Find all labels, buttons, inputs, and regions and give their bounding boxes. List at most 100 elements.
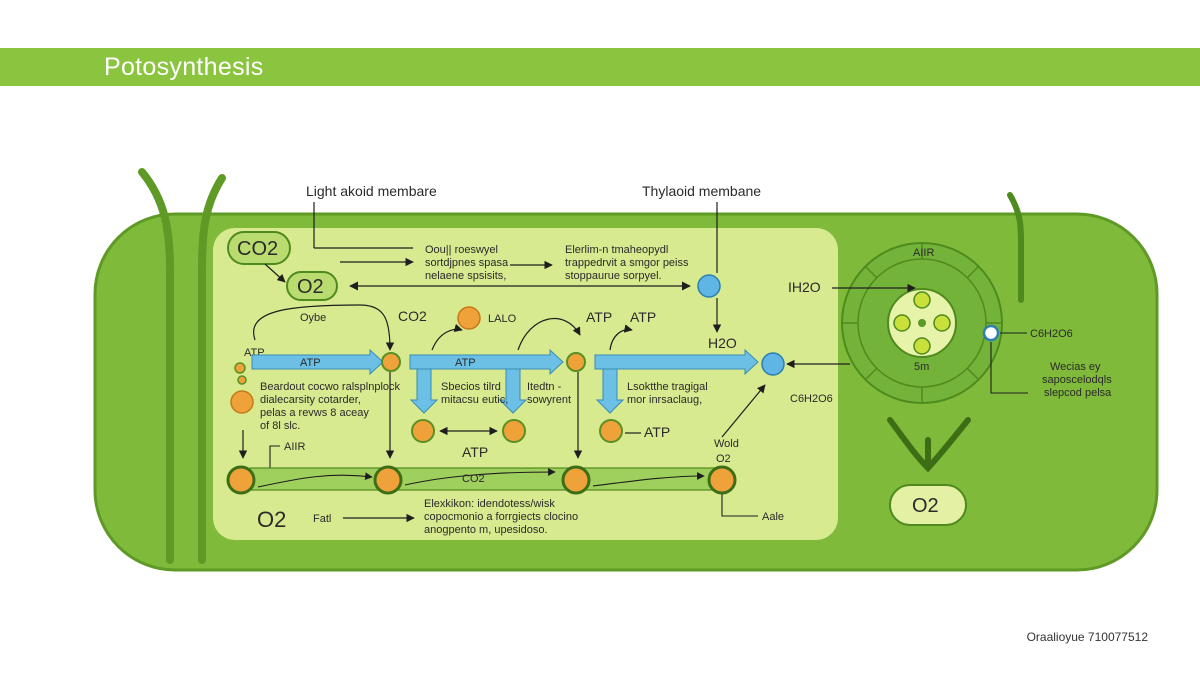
arrow-curve-3 xyxy=(609,324,633,351)
label-oybe: Oybe xyxy=(300,312,326,324)
blue-down-2 xyxy=(498,368,528,414)
blue-dot-mid xyxy=(761,352,785,376)
orange-node-mid-1 xyxy=(411,419,435,443)
svg-text:anogpento m, upesidoso.: anogpento m, upesidoso. xyxy=(424,524,548,536)
o2-pill xyxy=(286,271,338,301)
label-h2o-right: IH2O xyxy=(788,279,821,295)
svg-text:pelas a revws 8 aceay: pelas a revws 8 aceay xyxy=(260,407,369,419)
figure-code: Oraalioyue 710077512 xyxy=(1026,630,1148,644)
blue-dot-top xyxy=(697,274,721,298)
blue-arrow-1 xyxy=(251,348,384,376)
bottom-node-1 xyxy=(226,465,256,495)
svg-text:Elexkikon: idendotess/wisk: Elexkikon: idendotess/wisk xyxy=(424,498,555,510)
svg-text:Itedtn -: Itedtn - xyxy=(527,381,562,393)
blue-arrow-2 xyxy=(409,348,564,376)
text-block-4: Sbecios tilrd mitacsu eutic, xyxy=(441,381,508,406)
chloroplast-cross-section xyxy=(841,242,1003,404)
svg-text:Lsoktthe tragigal: Lsoktthe tragigal xyxy=(627,381,708,393)
label-fatl: Fatl xyxy=(313,513,331,525)
label-wold: Wold xyxy=(714,438,739,450)
text-block-7: Elexkikon: idendotess/wisk copocmonio a … xyxy=(424,498,578,536)
label-o2-bottom-right: O2 xyxy=(912,495,939,517)
text-block-3: Beardout cocwo ralsplnplock dialecarsity… xyxy=(260,381,401,432)
leader-aiir xyxy=(269,445,280,475)
arrow-co2-to-o2 xyxy=(264,263,286,283)
label-o2-bottom-left: O2 xyxy=(257,507,286,532)
svg-text:mor inrsaclaug,: mor inrsaclaug, xyxy=(627,394,702,406)
arrow-wold-up xyxy=(721,384,766,438)
blue-arrow-2-label: ATP xyxy=(455,357,476,369)
arrow-curve-2 xyxy=(517,318,581,351)
svg-text:Elerlim-n tmaheopydl: Elerlim-n tmaheopydl xyxy=(565,244,668,256)
label-o2-small: O2 xyxy=(716,453,731,465)
svg-text:copocmonio a forrgiects clocin: copocmonio a forrgiects clocino xyxy=(424,511,578,523)
svg-text:nelaene spsisits,: nelaene spsisits, xyxy=(425,270,506,282)
blue-down-1 xyxy=(409,368,439,414)
svg-text:mitacsu eutic,: mitacsu eutic, xyxy=(441,394,508,406)
text-block-6: Lsoktthe tragigal mor inrsaclaug, xyxy=(627,381,708,406)
label-co2-mid: CO2 xyxy=(398,308,427,324)
stem-right xyxy=(1007,192,1024,303)
label-atp-a: ATP xyxy=(586,309,612,325)
bottom-node-2 xyxy=(373,465,403,495)
text-block-8: Wecias ey saposcelodqls slepcod pelsa xyxy=(1042,361,1112,399)
blue-arrow-1-label: ATP xyxy=(300,357,321,369)
orange-node-co2 xyxy=(457,306,481,330)
o2-pill-label: O2 xyxy=(297,276,324,298)
label-aale: Aale xyxy=(762,511,784,523)
orange-node-row-2 xyxy=(566,352,586,372)
arrow-band-2 xyxy=(404,468,556,486)
stem-left-1 xyxy=(138,168,174,564)
svg-text:Beardout cocwo ralsplnplock: Beardout cocwo ralsplnplock xyxy=(260,381,401,393)
text-block-1: Oou|| roeswyel sortdjpnes spasa nelaene … xyxy=(425,244,509,282)
orange-node-mid-3 xyxy=(599,419,623,443)
arrow-band-3 xyxy=(592,472,705,487)
svg-text:Sbecios tilrd: Sbecios tilrd xyxy=(441,381,501,393)
svg-text:sowyrent: sowyrent xyxy=(527,394,571,406)
orange-node-left xyxy=(230,390,254,414)
svg-text:sortdjpnes spasa: sortdjpnes spasa xyxy=(425,257,509,269)
arrow-curve-1 xyxy=(431,323,463,351)
arrow-band-1 xyxy=(257,472,373,488)
bottom-node-3 xyxy=(561,465,591,495)
co2-pill xyxy=(227,231,291,265)
blue-down-3 xyxy=(595,368,625,414)
bottom-node-4 xyxy=(707,465,737,495)
svg-text:saposcelodqls: saposcelodqls xyxy=(1042,374,1112,386)
label-lalo: LALO xyxy=(488,313,517,325)
leader-wecias xyxy=(990,342,1028,394)
label-aiir-circle: AIIR xyxy=(913,247,934,259)
label-thylakoid-membrane: Thylaoid membane xyxy=(642,183,761,199)
svg-text:Oou|| roeswyel: Oou|| roeswyel xyxy=(425,244,498,256)
label-atp-right-node: ATP xyxy=(644,424,670,440)
page-title: Potosynthesis xyxy=(104,53,264,81)
small-node-left-b xyxy=(237,375,247,385)
stem-left-2 xyxy=(198,174,226,564)
label-c6h2o6-right: C6H2O6 xyxy=(1030,328,1073,340)
leader-aale xyxy=(721,494,758,517)
outer-membrane-edge xyxy=(93,212,1159,572)
co2-pill-label: CO2 xyxy=(237,238,278,260)
svg-text:dialecarsity cotarder,: dialecarsity cotarder, xyxy=(260,394,361,406)
orange-node-mid-2 xyxy=(502,419,526,443)
svg-text:trappedrvit a smgor peiss: trappedrvit a smgor peiss xyxy=(565,257,689,269)
svg-text:Wecias ey: Wecias ey xyxy=(1050,361,1101,373)
label-o2-circle: 5m xyxy=(914,361,929,373)
orange-node-row-1 xyxy=(381,352,401,372)
label-light-membrane: Light akoid membare xyxy=(306,183,437,199)
ring-node-right xyxy=(982,324,1000,342)
label-h2o-mid: H2O xyxy=(708,335,737,351)
text-block-5: Itedtn - sowyrent xyxy=(527,381,571,406)
arrow-oybe-loop xyxy=(253,304,395,351)
blue-arrow-3 xyxy=(594,348,759,376)
label-co2-arrow: CO2 xyxy=(462,473,485,485)
label-c6h2o6-mid: C6H2O6 xyxy=(790,393,833,405)
o2-pill-right xyxy=(889,484,967,526)
label-atp-b: ATP xyxy=(630,309,656,325)
title-banner: Potosynthesis xyxy=(0,48,1200,86)
label-aiir-left: AIIR xyxy=(284,441,305,453)
svg-text:stoppaurue sorpyel.: stoppaurue sorpyel. xyxy=(565,270,662,282)
label-atp-bottom: ATP xyxy=(462,444,488,460)
small-node-left-a xyxy=(234,362,246,374)
